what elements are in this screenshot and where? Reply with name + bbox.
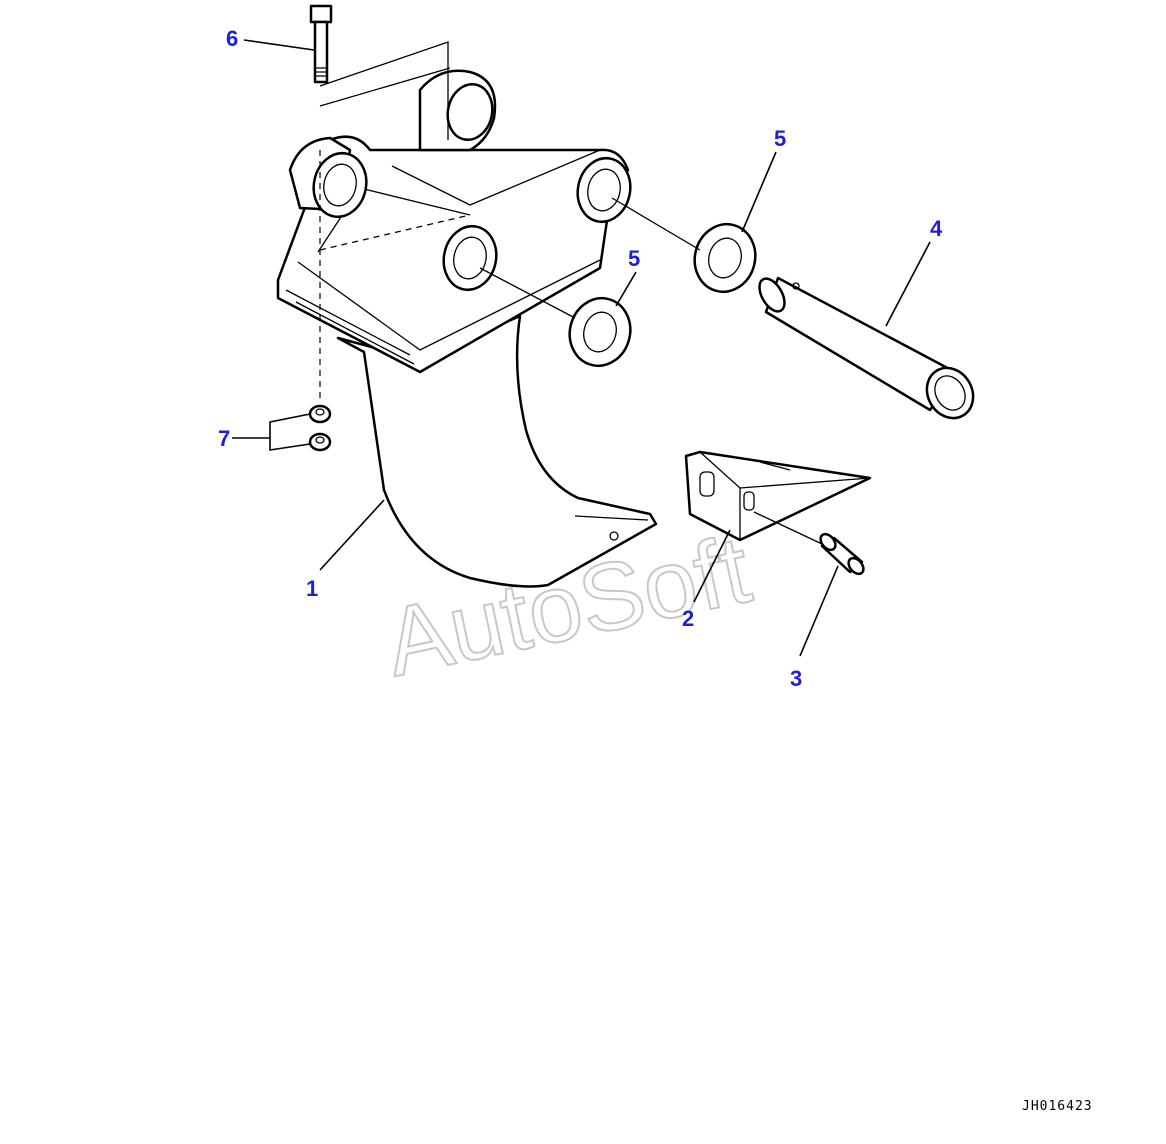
assembly-line-bolt: [319, 41, 449, 140]
callout-5-upper: 5: [774, 126, 786, 151]
leader-line-3: [799, 565, 839, 657]
ripper-shank-part: [276, 69, 658, 588]
callout-5-lower: 5: [628, 246, 640, 271]
callout-1: 1: [306, 576, 318, 601]
tooth-part: [684, 450, 872, 542]
callout-3: 3: [790, 666, 802, 691]
leader-line-5-upper: [741, 151, 777, 233]
reference-code: JH016423: [1022, 1099, 1093, 1114]
spacer-part-upper: [693, 223, 757, 293]
assembly-line-spacer-lower: [479, 267, 576, 319]
nut-part: [308, 404, 332, 452]
assembly-line-bolt-2: [319, 67, 451, 107]
leader-line-2: [693, 529, 731, 603]
spacer-part-lower: [568, 297, 632, 367]
leader-line-1: [319, 499, 385, 571]
pin-part: [758, 276, 975, 420]
tooth-pin-part: [819, 532, 865, 576]
assembly-line-spacer-upper: [611, 197, 701, 251]
leader-line-7: [232, 413, 311, 451]
leader-line-6: [243, 39, 315, 51]
callout-2: 2: [682, 606, 694, 631]
callout-6: 6: [226, 26, 238, 51]
callout-4: 4: [930, 216, 943, 241]
callout-7: 7: [218, 426, 230, 451]
leader-line-5-lower: [615, 271, 637, 307]
bolt-part: [309, 4, 333, 84]
assembly-line-tooth-pin: [753, 511, 823, 545]
leader-line-4: [885, 241, 931, 327]
